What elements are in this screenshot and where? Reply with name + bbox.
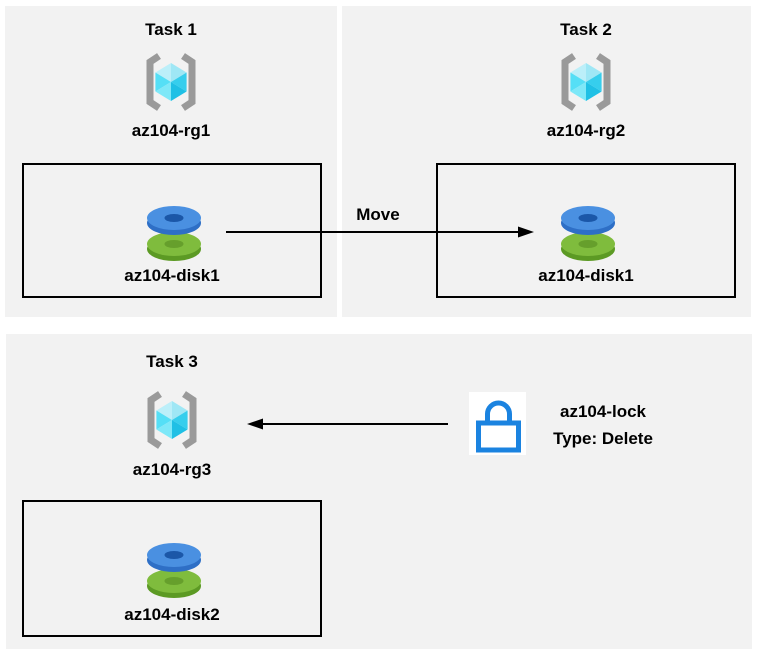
lock-type-label: Type: Delete <box>553 429 653 448</box>
resource-group-icon <box>554 52 618 112</box>
task2-title: Task 2 <box>560 20 612 39</box>
task1-title: Task 1 <box>145 20 197 39</box>
lock-caption: az104-lock Type: Delete <box>533 398 673 452</box>
disk-icon <box>144 542 204 600</box>
disk1-target-box: az104-disk1 <box>436 163 736 298</box>
disk-icon <box>144 205 204 263</box>
disk1-label: az104-disk1 <box>124 266 220 285</box>
lock-name-label: az104-lock <box>560 402 646 421</box>
lock-tile <box>469 392 526 455</box>
resource-group-icon <box>140 390 204 450</box>
task3-panel: Task 3 az104-rg3 az104-disk2 az104-lock … <box>6 334 752 649</box>
lock-icon <box>469 392 527 456</box>
disk2-box: az104-disk2 <box>22 500 322 637</box>
disk-icon <box>558 205 618 263</box>
move-arrow <box>226 224 534 240</box>
lock-arrow <box>243 416 449 432</box>
rg3-label: az104-rg3 <box>132 460 212 479</box>
disk1-box: az104-disk1 <box>22 163 322 298</box>
move-arrow-label: Move <box>356 205 400 224</box>
task3-title: Task 3 <box>146 352 198 371</box>
resource-group-icon <box>139 52 203 112</box>
disk1-moved-label: az104-disk1 <box>538 266 634 285</box>
rg1-label: az104-rg1 <box>131 121 211 140</box>
rg2-label: az104-rg2 <box>546 121 626 140</box>
disk2-label: az104-disk2 <box>124 605 220 624</box>
task2-panel: Task 2 az104-rg2 az104-disk1 <box>342 6 751 317</box>
task1-panel: Task 1 az104-rg1 az104-disk1 <box>5 6 337 317</box>
